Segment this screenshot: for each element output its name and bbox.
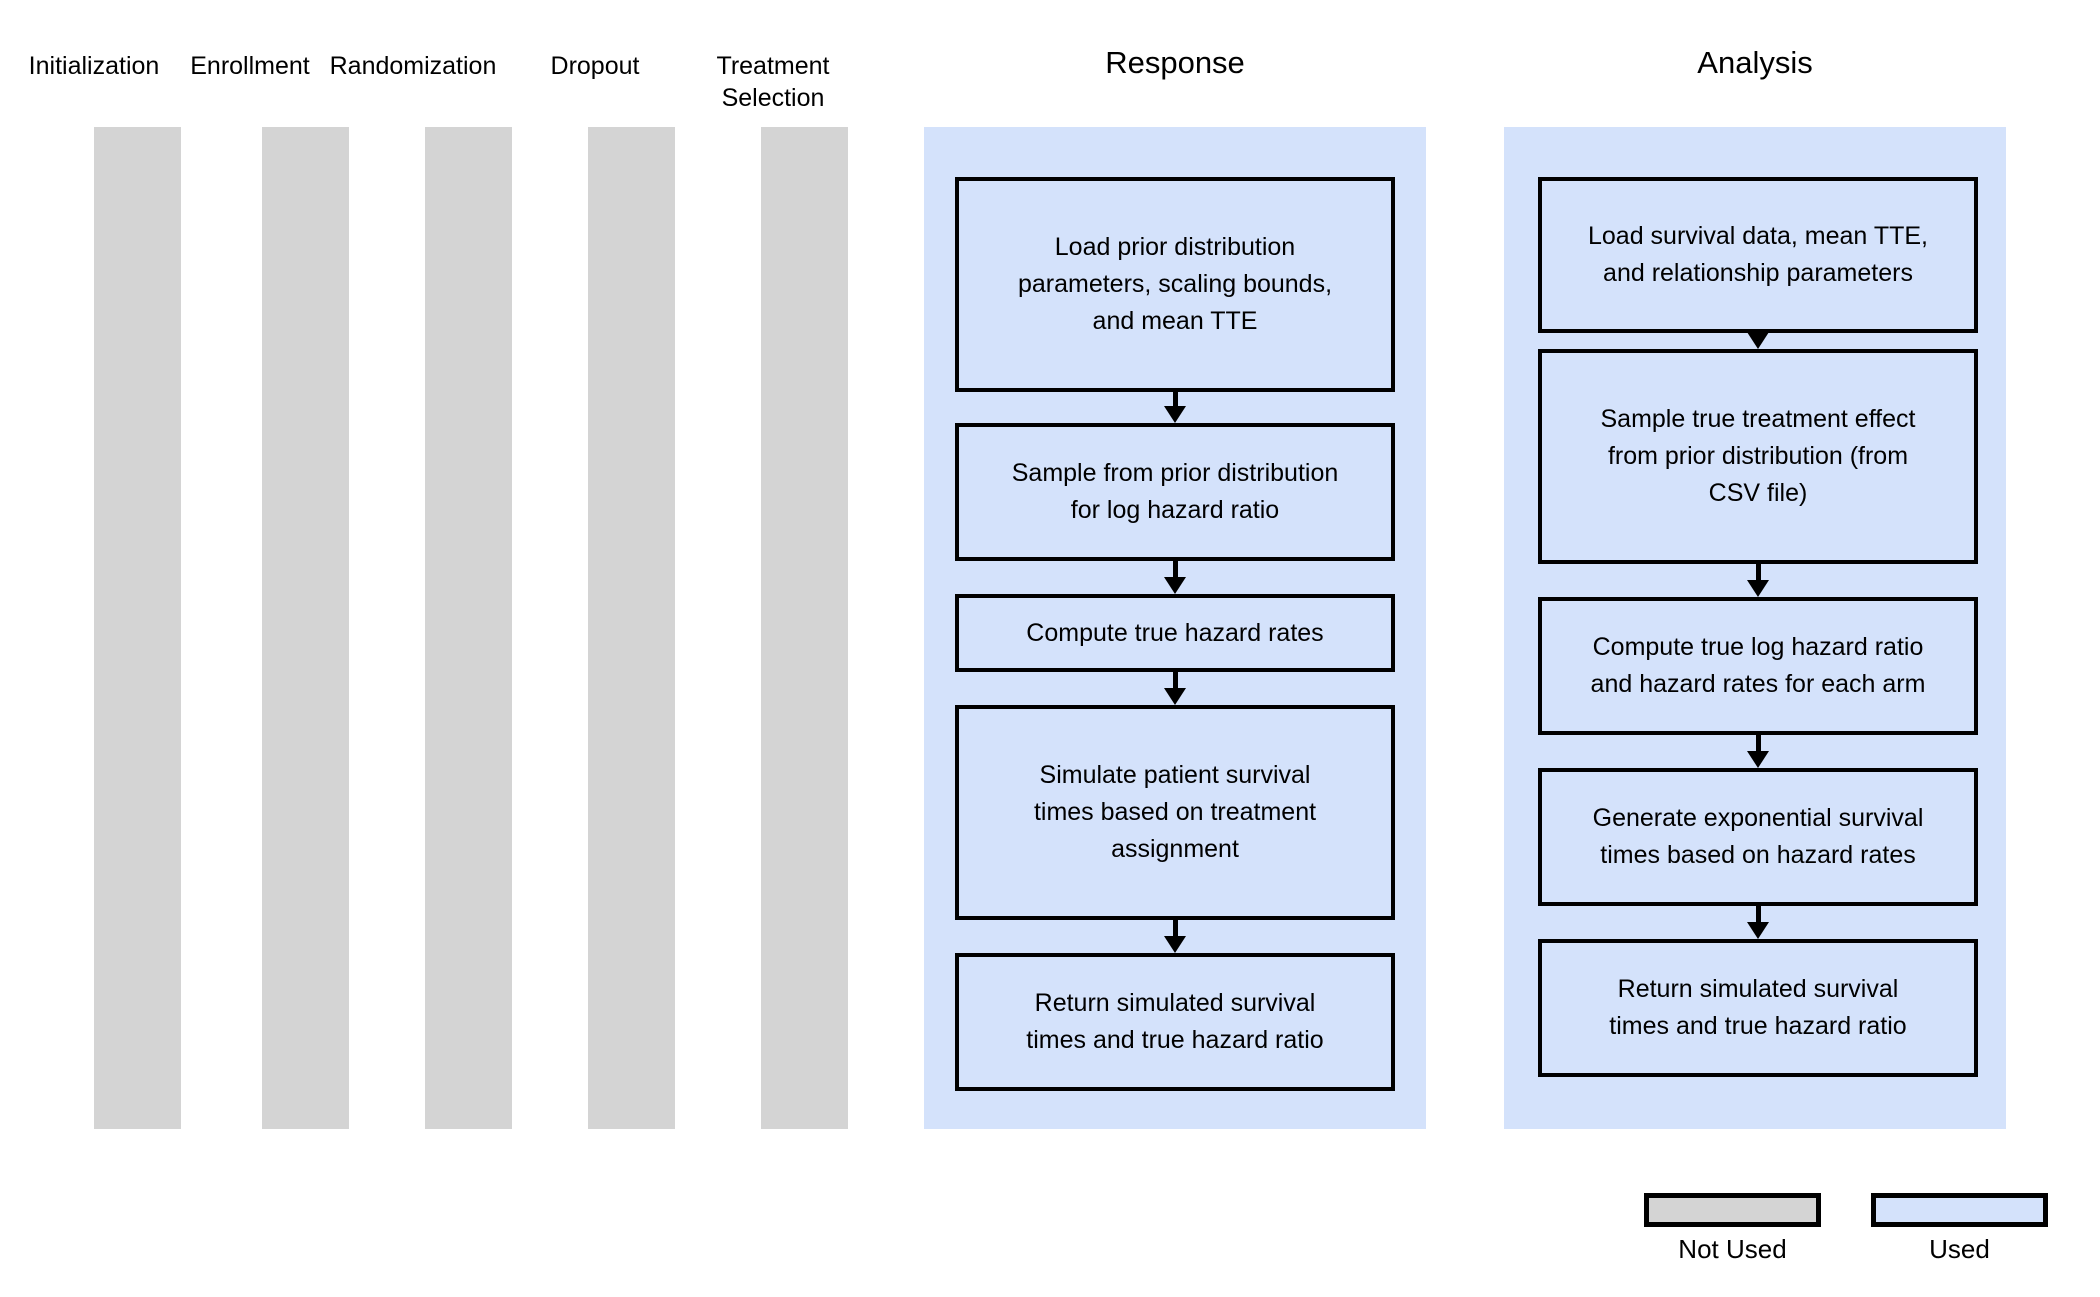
stage-label-treatment-selection: Treatment Selection [716, 52, 830, 112]
arrow-response-2-3 [1155, 561, 1195, 594]
flow-box-analysis-4-text: Generate exponential survival times base… [1592, 804, 1924, 869]
legend-item-used: Used [1871, 1193, 2048, 1266]
legend-swatch-not-used [1644, 1193, 1821, 1227]
stage-label-dropout: Dropout [550, 52, 640, 80]
flow-box-analysis-2[interactable]: Sample true treatment effect from prior … [1538, 349, 1978, 564]
stage-label-randomization: Randomization [329, 52, 497, 80]
flow-box-analysis-2-text: Sample true treatment effect from prior … [1600, 405, 1916, 507]
flow-box-response-2[interactable]: Sample from prior distribution for log h… [955, 423, 1395, 561]
legend-label-used: Used [1929, 1234, 1990, 1264]
arrow-analysis-1-2 [1738, 332, 1778, 349]
stage-bar-initialization [94, 127, 181, 1129]
flow-box-analysis-1[interactable]: Load survival data, mean TTE, and relati… [1538, 177, 1978, 333]
flow-box-response-5[interactable]: Return simulated survival times and true… [955, 953, 1395, 1091]
flow-box-response-5-text: Return simulated survival times and true… [1026, 989, 1324, 1054]
stage-label-enrollment: Enrollment [190, 52, 310, 80]
flow-box-response-1[interactable]: Load prior distribution parameters, scal… [955, 177, 1395, 392]
flow-box-analysis-5[interactable]: Return simulated survival times and true… [1538, 939, 1978, 1077]
flow-box-analysis-3-text: Compute true log hazard ratio and hazard… [1590, 633, 1926, 698]
flow-box-response-4-text: Simulate patient survival times based on… [1033, 761, 1317, 863]
arrow-response-4-5 [1155, 920, 1195, 953]
flow-box-response-3-text: Compute true hazard rates [1026, 618, 1324, 647]
panel-title-analysis: Analysis [1697, 45, 1813, 80]
panel-title-response: Response [1105, 45, 1245, 80]
flow-box-response-3[interactable]: Compute true hazard rates [955, 594, 1395, 672]
arrow-analysis-2-3 [1738, 564, 1778, 597]
arrow-analysis-4-5 [1738, 906, 1778, 939]
flow-box-analysis-5-text: Return simulated survival times and true… [1609, 975, 1907, 1040]
flow-box-analysis-3[interactable]: Compute true log hazard ratio and hazard… [1538, 597, 1978, 735]
flow-box-analysis-1-text: Load survival data, mean TTE, and relati… [1588, 222, 1928, 287]
arrow-response-1-2 [1155, 392, 1195, 423]
stage-bar-treatment-selection [761, 127, 848, 1129]
stage-bar-enrollment [262, 127, 349, 1129]
legend-swatch-used [1871, 1193, 2048, 1227]
flow-box-response-1-text: Load prior distribution parameters, scal… [1017, 233, 1333, 335]
flow-box-response-2-text: Sample from prior distribution for log h… [1011, 459, 1339, 524]
flow-box-analysis-4[interactable]: Generate exponential survival times base… [1538, 768, 1978, 906]
legend-item-not-used: Not Used [1644, 1193, 1821, 1266]
stage-bar-randomization [425, 127, 512, 1129]
stage-bar-dropout [588, 127, 675, 1129]
stage-label-initialization: Initialization [28, 52, 160, 80]
arrow-response-3-4 [1155, 672, 1195, 705]
arrow-analysis-3-4 [1738, 735, 1778, 768]
flow-box-response-4[interactable]: Simulate patient survival times based on… [955, 705, 1395, 920]
legend-label-not-used: Not Used [1678, 1234, 1787, 1264]
